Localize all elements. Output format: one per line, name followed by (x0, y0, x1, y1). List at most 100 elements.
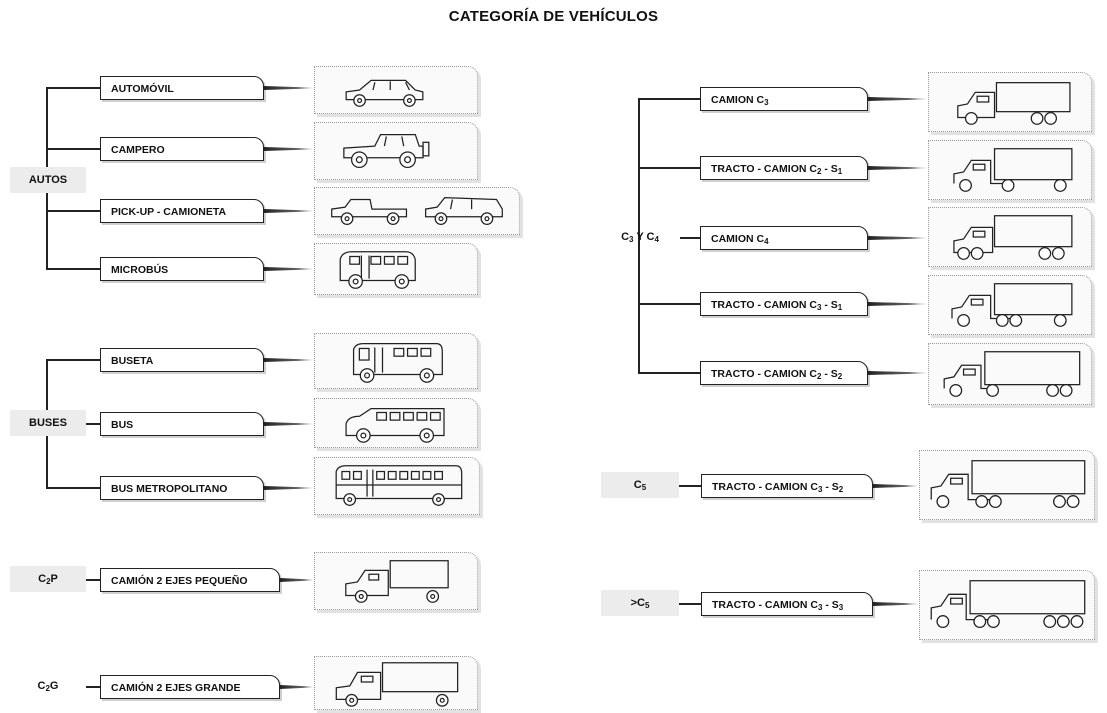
box-tracto-c2s2: TRACTO - CAMION C2 - S2 (700, 361, 868, 385)
tracto-c3s2-a-sub: 3 (817, 485, 823, 494)
tracto-c3s2-b-sub: 2 (838, 485, 844, 494)
truck-c3-icon (957, 82, 1071, 125)
buses-branch-buseta (46, 359, 100, 361)
box-camion-c3: CAMION C3 (700, 87, 868, 111)
tractor-c2s2-icon (943, 351, 1081, 397)
connector-bus (264, 422, 314, 426)
c3c4-b-sub: 4 (654, 235, 659, 244)
connector-pickup (264, 209, 314, 213)
connector-camion-2g (280, 685, 314, 689)
truck-c4-icon (953, 215, 1073, 260)
connector-bus-metro (264, 486, 314, 490)
tracto-c2s2-b: - S (821, 368, 838, 380)
connector-tracto-c3s3 (873, 602, 919, 606)
tractor-c2s1-icon (953, 148, 1073, 192)
tracto-c3s1-b-sub: 1 (837, 303, 843, 312)
c2p-sub: 2 (46, 577, 51, 586)
truck-small-icon (345, 560, 449, 603)
tracto-c2s2-a-sub: 2 (816, 372, 822, 381)
autos-branch-microbus (46, 268, 100, 270)
card-camion-2g (314, 656, 478, 710)
car-icon (345, 79, 424, 107)
tracto-c2s1-a: TRACTO - CAMION C (711, 163, 817, 175)
c2g-tail: G (49, 680, 59, 692)
tracto-c3s1-a: TRACTO - CAMION C (711, 299, 817, 311)
tracto-c3s1-b: - S (821, 299, 838, 311)
diagram-title: CATEGORÍA DE VEHÍCULOS (448, 8, 659, 25)
c3c4-mid: Y (633, 231, 647, 243)
c5-connector-left (679, 485, 701, 487)
gtc5-main: >C (630, 597, 645, 609)
connector-buseta (264, 358, 314, 362)
group-autos: AUTOS (10, 167, 86, 193)
c3c4-branch-3 (680, 237, 700, 239)
jeep-icon (343, 133, 430, 169)
autos-branch-pickup (46, 210, 100, 212)
card-campero (314, 122, 478, 180)
autos-branch-campero (46, 148, 100, 150)
tractor-c3s3-icon (930, 580, 1086, 628)
connector-microbus (264, 267, 314, 271)
microbus-icon (339, 251, 416, 289)
card-tracto-c2s2 (928, 343, 1092, 405)
c5-sub: 5 (641, 483, 647, 492)
c3c4-branch-2 (638, 167, 700, 169)
tracto-c3s3-a-sub: 3 (817, 603, 823, 612)
c2g-sub: 2 (45, 684, 50, 693)
group-c2p: C2P (10, 566, 86, 592)
camion-c4-text: CAMION C (711, 233, 765, 245)
connector-tracto-c2s1 (868, 166, 928, 170)
camion-c3-text: CAMION C (711, 94, 765, 106)
connector-camion-c3 (868, 97, 928, 101)
box-tracto-c3s3: TRACTO - CAMION C3 - S3 (701, 592, 873, 616)
card-tracto-c3s2 (919, 450, 1095, 520)
buseta-icon (352, 343, 443, 383)
tracto-c3s2-a: TRACTO - CAMION C (712, 481, 818, 493)
camion-c3-sub: 3 (764, 98, 769, 107)
connector-tracto-c3s1 (868, 302, 928, 306)
c3c4-branch-4 (638, 303, 700, 305)
card-buseta (314, 333, 478, 389)
card-camion-c3 (928, 72, 1092, 132)
c3c4-branch-1 (638, 98, 700, 100)
tractor-c3s1-icon (951, 283, 1073, 327)
group-c2g: C2G (10, 673, 86, 699)
tracto-c3s3-b: - S (822, 599, 839, 611)
pickup-icon (331, 196, 503, 226)
card-camion-2p (314, 552, 478, 610)
tracto-c3s1-a-sub: 3 (816, 303, 822, 312)
tracto-c2s1-b-sub: 1 (837, 167, 843, 176)
card-camion-c4 (928, 207, 1092, 267)
c3c4-branch-5 (638, 372, 700, 374)
c3c4-a: C (621, 231, 630, 243)
card-tracto-c2s1 (928, 140, 1092, 200)
tracto-c3s3-a: TRACTO - CAMION C (712, 599, 818, 611)
card-bus (314, 398, 478, 448)
box-automovil: AUTOMÓVIL (100, 76, 264, 100)
connector-camion-2p (280, 578, 314, 582)
group-c3c4: C3 Y C4 (600, 224, 680, 250)
c3c4-trunk (638, 98, 640, 373)
camion-c4-sub: 4 (764, 237, 769, 246)
box-pickup: PICK-UP - CAMIONETA (100, 199, 264, 223)
connector-tracto-c2s2 (868, 371, 928, 375)
box-tracto-c2s1: TRACTO - CAMION C2 - S1 (700, 156, 868, 180)
tracto-c2s1-b: - S (821, 163, 838, 175)
bus-icon (345, 407, 445, 443)
card-tracto-c3s3 (919, 570, 1095, 640)
card-bus-metro (314, 457, 480, 515)
box-camion-2p: CAMIÓN 2 EJES PEQUEÑO (100, 568, 280, 592)
tracto-c2s2-b-sub: 2 (837, 372, 843, 381)
connector-automovil (264, 86, 314, 90)
truck-large-icon (335, 662, 459, 707)
box-tracto-c3s1: TRACTO - CAMION C3 - S1 (700, 292, 868, 316)
c2p-tail: P (50, 573, 58, 585)
autos-branch-automovil (46, 87, 100, 89)
box-camion-c4: CAMION C4 (700, 226, 868, 250)
box-campero: CAMPERO (100, 137, 264, 161)
c2g-connector-left (86, 686, 100, 688)
connector-campero (264, 147, 314, 151)
buses-branch-metro (46, 487, 100, 489)
card-tracto-c3s1 (928, 275, 1092, 335)
box-bus-metro: BUS METROPOLITANO (100, 476, 264, 500)
